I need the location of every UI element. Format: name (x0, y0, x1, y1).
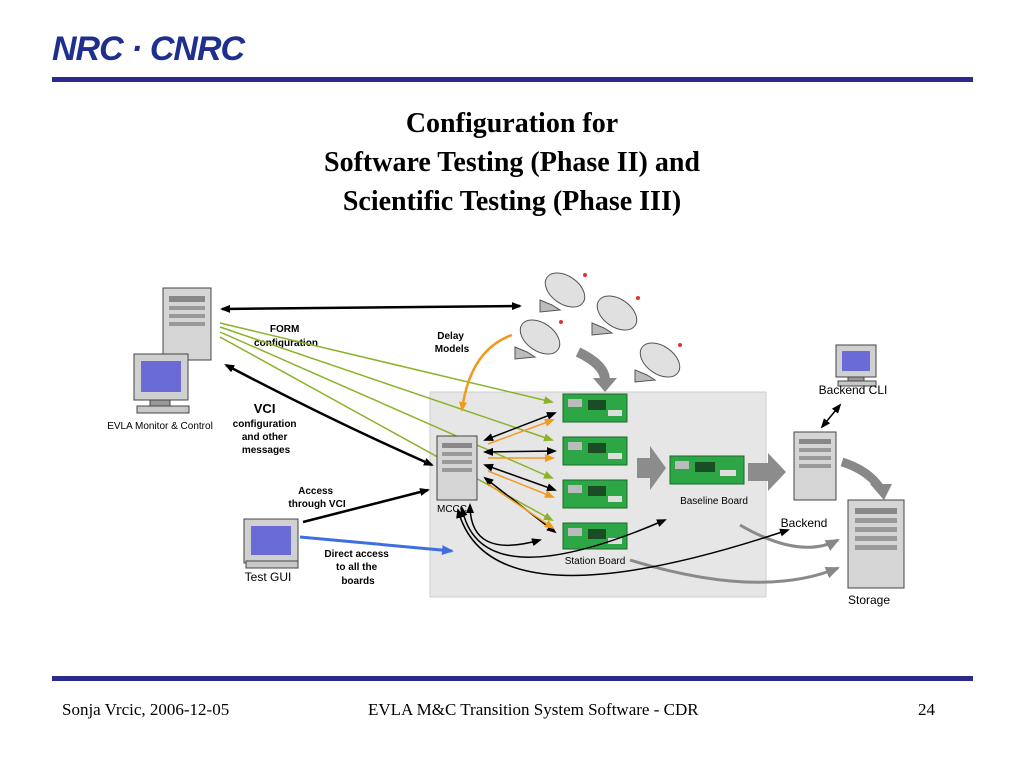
footer-author-date: Sonja Vrcic, 2006-12-05 (62, 700, 230, 719)
evla-monitor-label: EVLA Monitor & Control (107, 421, 213, 432)
title-line-1: Configuration for (405, 108, 619, 139)
title-line-3: Scientific Testing (Phase III) (342, 186, 682, 217)
direct-access-label: Direct access to all the boards (324, 549, 391, 587)
evla-server-icon (162, 287, 212, 361)
antenna-dish-icon (591, 295, 640, 336)
access-through-vci-label: Access through VCI (288, 486, 345, 510)
bottom-divider (52, 676, 973, 681)
slide-title: Configuration for Software Testing (Phas… (0, 104, 1024, 221)
backend-server-icon (793, 431, 837, 501)
test-gui-monitor-icon (243, 518, 299, 569)
top-divider (52, 77, 973, 82)
delay-models-label: Delay Models (435, 331, 470, 355)
backend-cli-monitor-icon (835, 344, 877, 387)
backend-cli-label: Backend CLI (819, 383, 888, 397)
mccc-label: MCCC (437, 504, 467, 515)
storage-label: Storage (848, 593, 890, 607)
station-board-label: Station Board (565, 556, 626, 567)
station-board-icon (562, 436, 628, 466)
nrc-cnrc-logo: NRC · CNRC (52, 30, 245, 68)
station-board-icon (562, 479, 628, 509)
station-board-icon (562, 393, 628, 423)
station-board-icon (562, 522, 628, 550)
antenna-dish-icon (514, 319, 563, 360)
evla-monitor-icon (133, 353, 190, 414)
arrow-to-baseline (637, 446, 666, 490)
footer-page-number: 24 (918, 700, 935, 719)
vci-label: VCI configuration and other messages (233, 401, 300, 456)
test-gui-label: Test GUI (245, 570, 292, 584)
form-configuration-label: FORM configuration (254, 324, 318, 349)
baseline-board-icon (669, 455, 745, 485)
baseline-board-label: Baseline Board (680, 496, 748, 507)
footer-presentation-title: EVLA M&C Transition System Software - CD… (368, 700, 699, 719)
backend-label: Backend (781, 516, 828, 530)
arrow-to-backend (748, 453, 786, 491)
mccc-server-icon (436, 435, 478, 501)
storage-server-icon (847, 499, 905, 589)
antenna-dish-icon (539, 272, 587, 313)
antenna-dish-icon (634, 342, 682, 383)
title-line-2: Software Testing (Phase II) and (324, 147, 700, 178)
